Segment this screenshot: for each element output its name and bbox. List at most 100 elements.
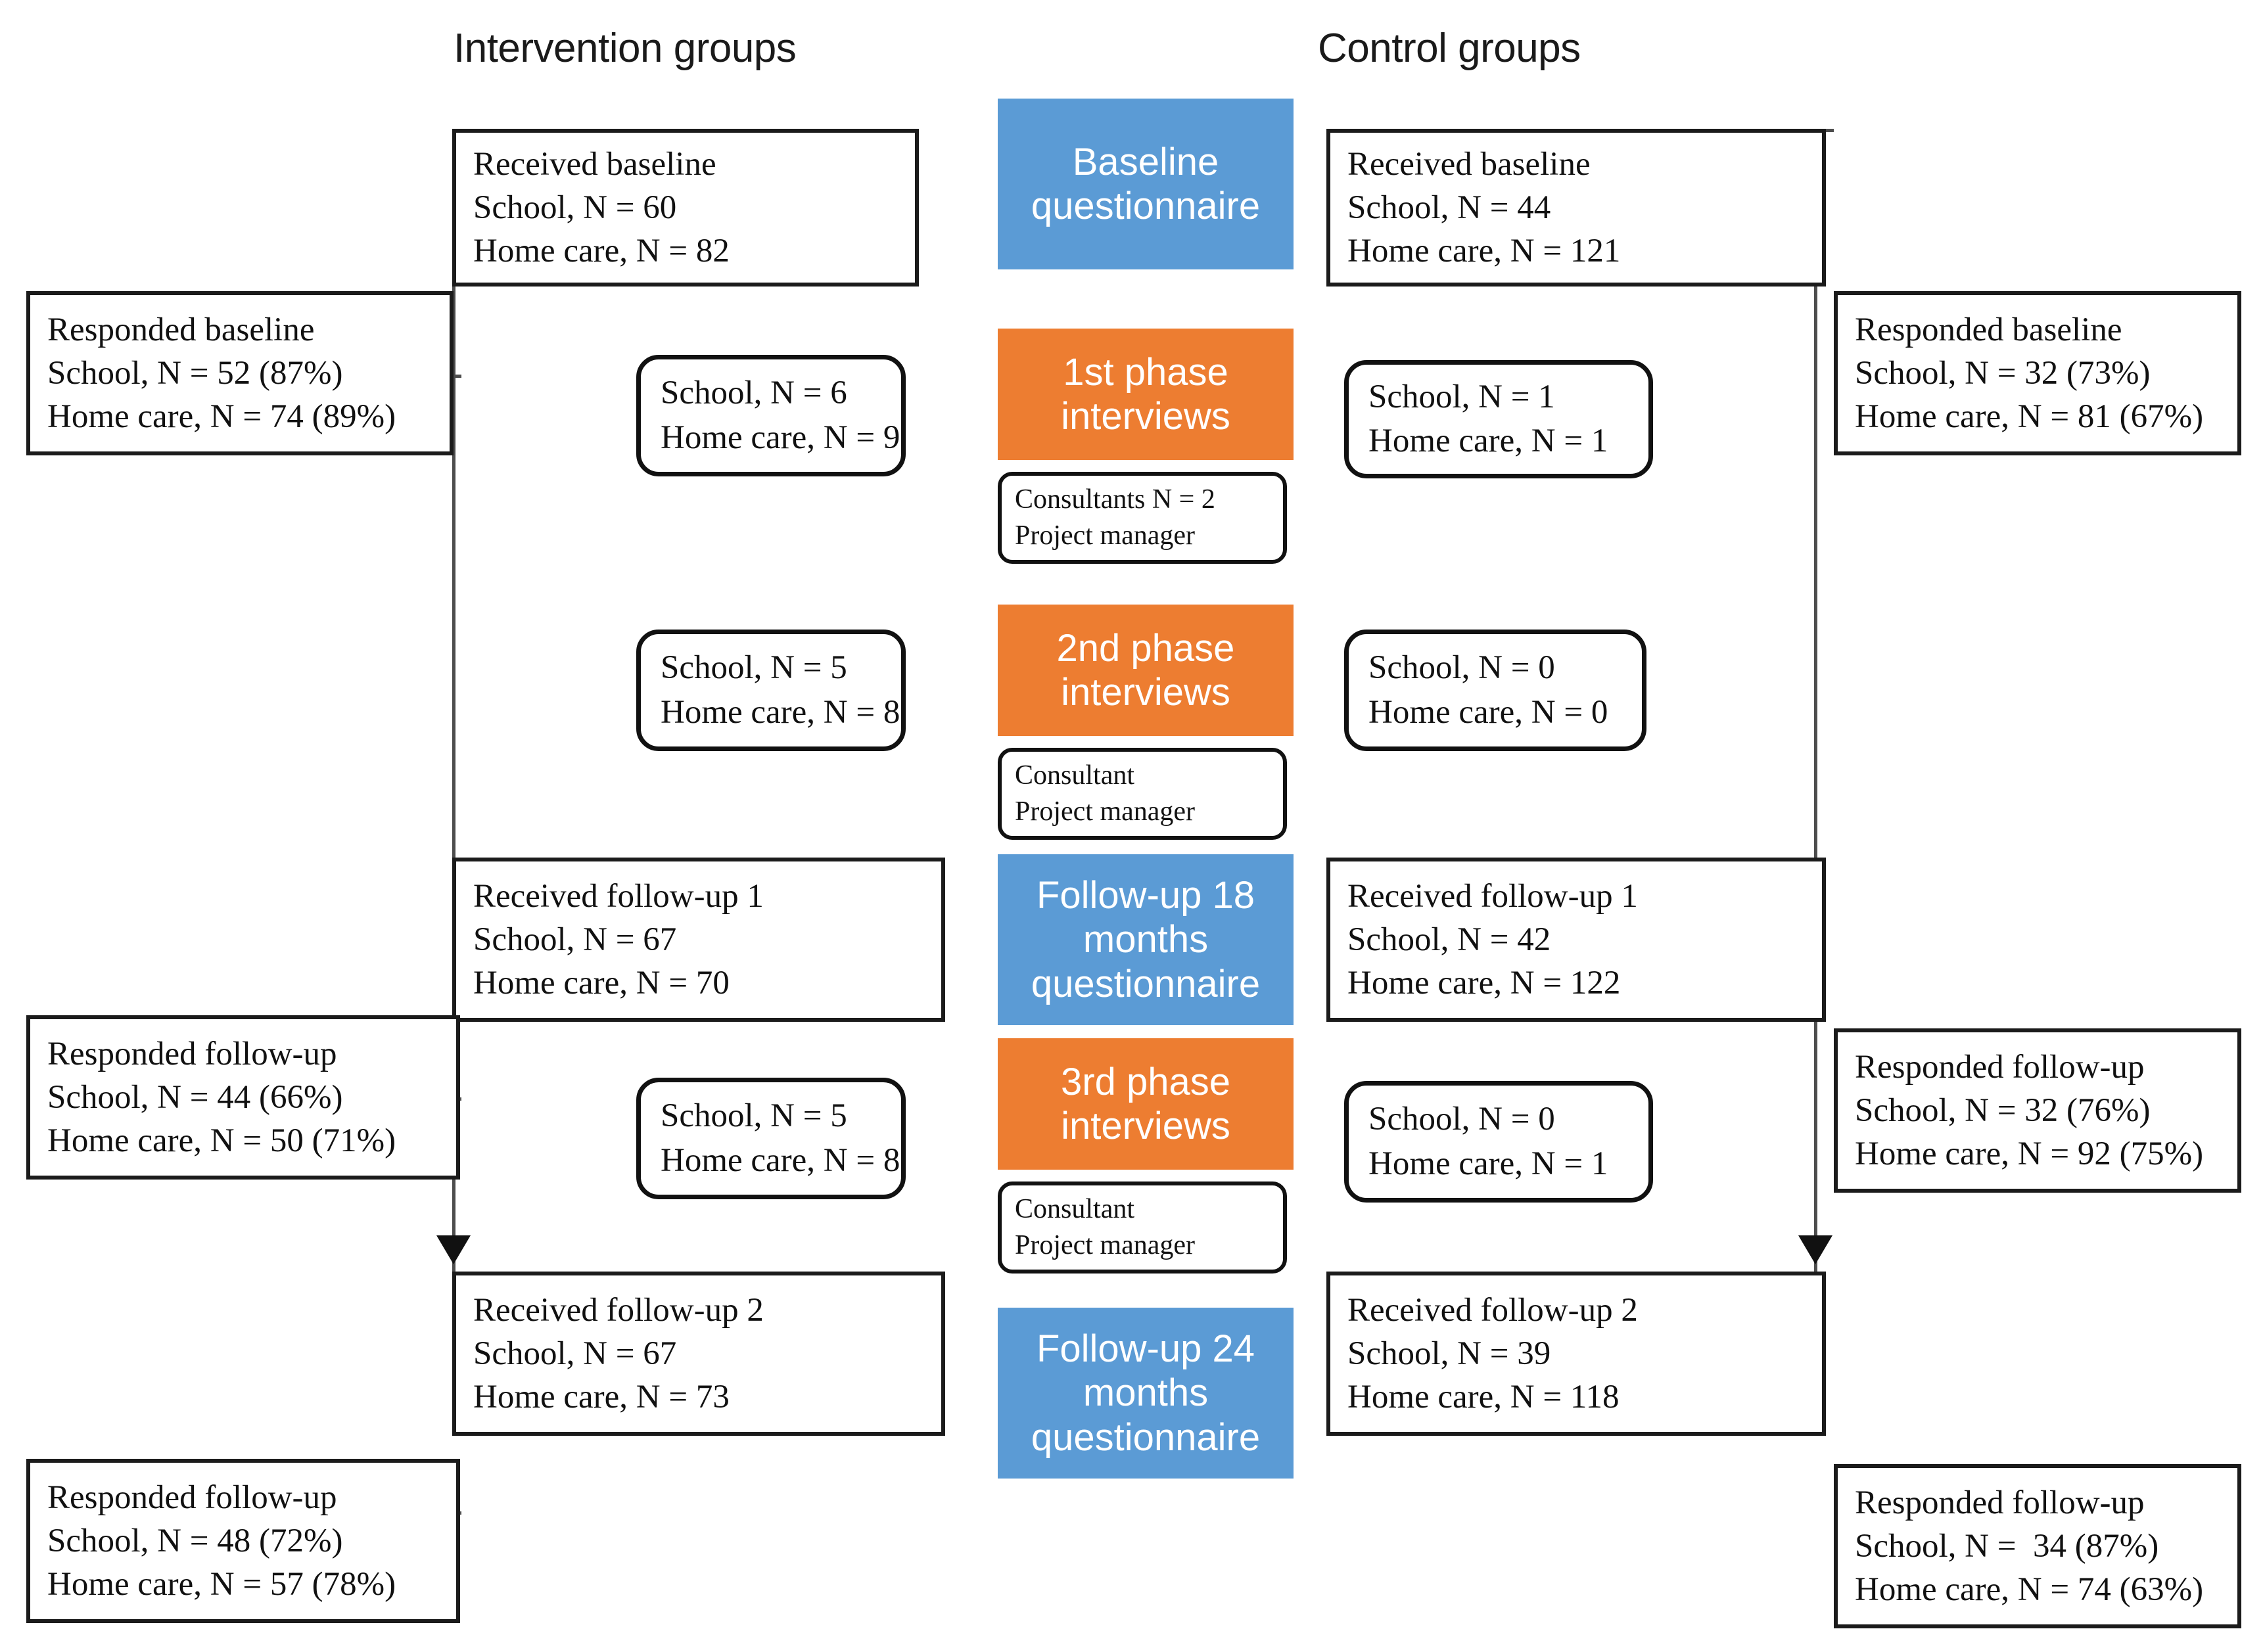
- box-line: School, N = 39: [1347, 1335, 1551, 1372]
- stage-line: interviews: [1061, 1105, 1230, 1147]
- stage-followup24-questionnaire: Follow-up 24 months questionnaire: [998, 1308, 1294, 1479]
- box-line: School, N = 67: [473, 1335, 677, 1372]
- box-line: Home care, N = 74 (89%): [47, 398, 396, 436]
- control-received-followup1: Received follow-up 1 School, N = 42 Home…: [1326, 858, 1826, 1022]
- stage-phase3-note: Consultant Project manager: [998, 1182, 1287, 1273]
- box-line: Home care, N = 82: [473, 233, 730, 270]
- stage-phase2-interviews: 2nd phase interviews: [998, 605, 1294, 736]
- box-line: Responded follow-up: [1855, 1484, 2145, 1521]
- control-received-baseline: Received baseline School, N = 44 Home ca…: [1326, 129, 1826, 287]
- box-line: Home care, N = 1: [1368, 1145, 1608, 1182]
- stage-line: interviews: [1061, 395, 1230, 438]
- stage-line: 3rd phase: [1061, 1060, 1230, 1103]
- box-line: Responded follow-up: [1855, 1048, 2145, 1086]
- box-line: Received follow-up 1: [473, 877, 764, 915]
- box-line: Responded follow-up: [47, 1479, 337, 1516]
- box-line: Home care, N = 9: [661, 419, 900, 456]
- intervention-responded-baseline: Responded baseline School, N = 52 (87%) …: [26, 291, 454, 455]
- box-line: Home care, N = 118: [1347, 1379, 1620, 1416]
- intervention-phase2-interviews: School, N = 5 Home care, N = 8: [636, 630, 906, 751]
- box-line: School, N = 67: [473, 921, 677, 958]
- box-line: Received baseline: [473, 145, 716, 183]
- box-line: School, N = 1: [1368, 378, 1555, 415]
- box-line: Received follow-up 1: [1347, 877, 1638, 915]
- box-line: School, N = 32 (73%): [1855, 354, 2151, 392]
- box-line: Received follow-up 2: [1347, 1291, 1638, 1329]
- stage-line: 1st phase: [1063, 350, 1228, 394]
- note-line: Project manager: [1015, 520, 1196, 551]
- box-line: Home care, N = 121: [1347, 233, 1621, 270]
- box-line: School, N = 0: [1368, 1101, 1555, 1138]
- box-line: Responded baseline: [47, 311, 315, 348]
- column-title-intervention: Intervention groups: [454, 26, 797, 71]
- box-line: Home care, N = 92 (75%): [1855, 1136, 2204, 1173]
- stage-phase3-interviews: 3rd phase interviews: [998, 1038, 1294, 1170]
- box-line: School, N = 0: [1368, 649, 1555, 687]
- connector-control-arrowhead: [1798, 1235, 1832, 1264]
- connector-intervention-arrowhead: [436, 1235, 471, 1264]
- intervention-responded-followup2: Responded follow-up School, N = 48 (72%)…: [26, 1459, 460, 1623]
- box-line: School, N = 5: [661, 1097, 847, 1135]
- box-line: Home care, N = 74 (63%): [1855, 1571, 2204, 1609]
- box-line: Home care, N = 50 (71%): [47, 1122, 396, 1160]
- box-line: School, N = 44 (66%): [47, 1078, 343, 1116]
- note-line: Project manager: [1015, 1230, 1196, 1260]
- box-line: Home care, N = 8: [661, 1141, 900, 1179]
- intervention-received-followup1: Received follow-up 1 School, N = 67 Home…: [452, 858, 945, 1022]
- stage-phase1-interviews: 1st phase interviews: [998, 329, 1294, 460]
- box-line: Home care, N = 8: [661, 693, 900, 731]
- control-responded-baseline: Responded baseline School, N = 32 (73%) …: [1834, 291, 2241, 455]
- intervention-phase3-interviews: School, N = 5 Home care, N = 8: [636, 1078, 906, 1199]
- box-line: Home care, N = 0: [1368, 693, 1608, 731]
- control-responded-followup2: Responded follow-up School, N = 34 (87%)…: [1834, 1464, 2241, 1628]
- box-line: Home care, N = 1: [1368, 423, 1608, 459]
- stage-phase1-note: Consultants N = 2 Project manager: [998, 472, 1287, 564]
- control-phase3-interviews: School, N = 0 Home care, N = 1: [1344, 1081, 1653, 1203]
- box-line: Home care, N = 73: [473, 1379, 730, 1416]
- box-line: Received baseline: [1347, 145, 1591, 183]
- stage-baseline-questionnaire: Baseline questionnaire: [998, 99, 1294, 269]
- box-line: School, N = 42: [1347, 921, 1551, 958]
- note-line: Consultant: [1015, 760, 1135, 791]
- stage-line: Follow-up 24: [1036, 1327, 1255, 1371]
- box-line: School, N = 52 (87%): [47, 354, 343, 392]
- note-line: Consultants N = 2: [1015, 484, 1215, 515]
- stage-line: Baseline: [1072, 140, 1219, 183]
- box-line: Responded follow-up: [47, 1035, 337, 1072]
- connector-intervention-spine: [452, 129, 455, 1272]
- stage-followup18-questionnaire: Follow-up 18 months questionnaire: [998, 854, 1294, 1025]
- stage-line: questionnaire: [1031, 185, 1261, 227]
- control-responded-followup1: Responded follow-up School, N = 32 (76%)…: [1834, 1028, 2241, 1193]
- box-line: School, N = 48 (72%): [47, 1522, 343, 1559]
- intervention-received-baseline: Received baseline School, N = 60 Home ca…: [452, 129, 919, 287]
- intervention-phase1-interviews: School, N = 6 Home care, N = 9: [636, 355, 906, 476]
- stage-line: questionnaire: [1031, 962, 1261, 1005]
- note-line: Project manager: [1015, 796, 1196, 827]
- stage-line: months: [1083, 1371, 1209, 1415]
- box-line: School, N = 60: [473, 189, 677, 226]
- box-line: Received follow-up 2: [473, 1291, 764, 1329]
- control-phase2-interviews: School, N = 0 Home care, N = 0: [1344, 630, 1646, 751]
- box-line: Responded baseline: [1855, 311, 2122, 348]
- control-received-followup2: Received follow-up 2 School, N = 39 Home…: [1326, 1272, 1826, 1436]
- stage-line: Follow-up 18: [1036, 874, 1255, 917]
- box-line: Home care, N = 70: [473, 965, 730, 1002]
- control-phase1-interviews: School, N = 1 Home care, N = 1: [1344, 360, 1653, 478]
- column-title-control: Control groups: [1318, 26, 1581, 71]
- stage-line: interviews: [1061, 671, 1230, 714]
- box-line: School, N = 34 (87%): [1855, 1527, 2159, 1565]
- box-line: School, N = 32 (76%): [1855, 1091, 2151, 1129]
- box-line: Home care, N = 57 (78%): [47, 1566, 396, 1603]
- stage-line: months: [1083, 918, 1209, 961]
- box-line: School, N = 6: [661, 375, 847, 412]
- connector-control-spine: [1814, 129, 1817, 1272]
- note-line: Consultant: [1015, 1194, 1135, 1225]
- box-line: School, N = 44: [1347, 189, 1551, 226]
- box-line: School, N = 5: [661, 649, 847, 687]
- intervention-responded-followup1: Responded follow-up School, N = 44 (66%)…: [26, 1015, 460, 1180]
- stage-line: questionnaire: [1031, 1415, 1261, 1459]
- stage-line: 2nd phase: [1056, 626, 1235, 670]
- intervention-received-followup2: Received follow-up 2 School, N = 67 Home…: [452, 1272, 945, 1436]
- stage-phase2-note: Consultant Project manager: [998, 748, 1287, 840]
